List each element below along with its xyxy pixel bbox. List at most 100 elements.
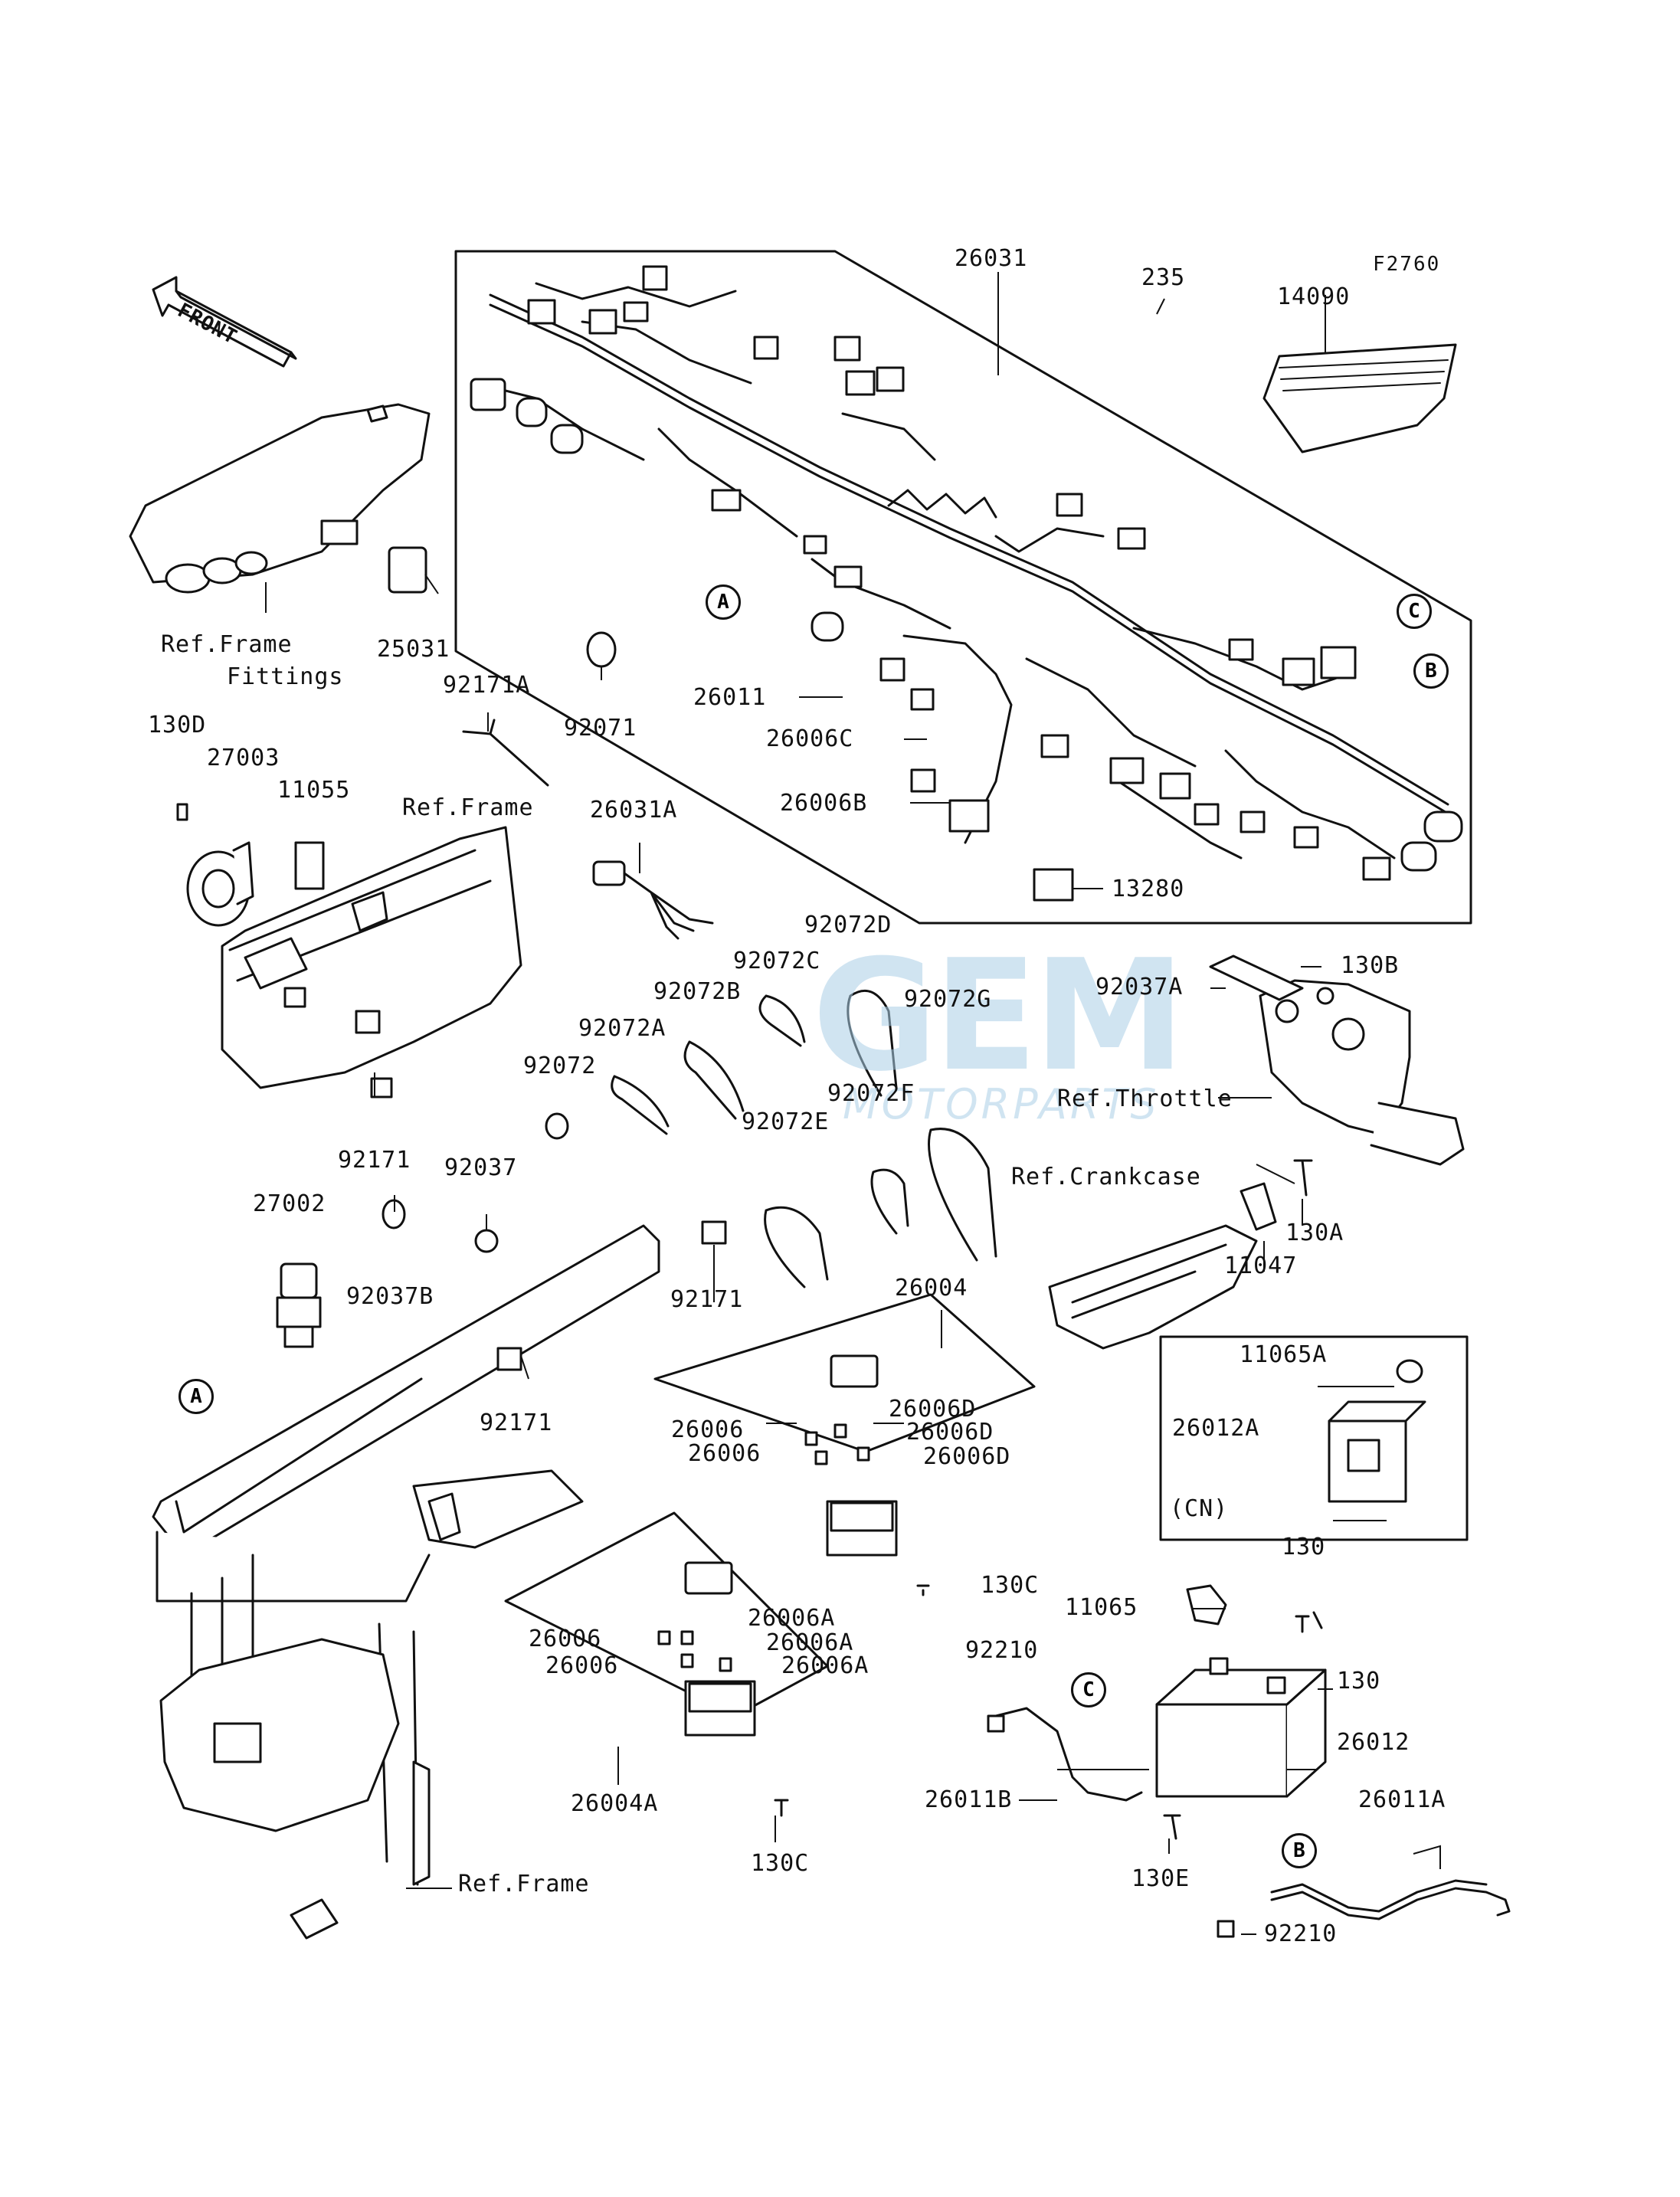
part-92037A[interactable]: 92037A — [1095, 974, 1184, 1000]
ref-crankcase: Ref.Crankcase — [1011, 1164, 1201, 1190]
battery-26012 — [1155, 1657, 1327, 1798]
clip-92171-b — [701, 1220, 727, 1245]
battery-26012A — [1328, 1400, 1426, 1503]
ref-frame-2: Ref.Frame — [458, 1871, 590, 1897]
cap-11065A — [1396, 1359, 1423, 1383]
part-92171A[interactable]: 92171A — [443, 672, 531, 699]
part-27003[interactable]: 27003 — [207, 745, 280, 771]
ref-throttle: Ref.Throttle — [1057, 1085, 1233, 1112]
leader-lines — [265, 272, 1441, 1935]
part-26011[interactable]: 26011 — [693, 684, 767, 711]
relay-27002 — [276, 1262, 322, 1348]
grommet-92071 — [586, 631, 617, 668]
part-92037[interactable]: 92037 — [444, 1154, 518, 1181]
callout-b-2[interactable]: B — [1282, 1833, 1317, 1868]
frame-fittings-shape — [129, 403, 431, 594]
frame-upper-left — [221, 826, 522, 1089]
cn-label: (CN) — [1170, 1495, 1229, 1522]
part-27002[interactable]: 27002 — [253, 1190, 326, 1217]
part-26011A[interactable]: 26011A — [1358, 1786, 1446, 1813]
bracket-11047 — [1240, 1182, 1277, 1231]
part-235[interactable]: 235 — [1141, 264, 1186, 291]
callout-b-1[interactable]: B — [1413, 653, 1449, 689]
diagram-code: F2760 — [1373, 253, 1441, 276]
part-26006C[interactable]: 26006C — [766, 725, 854, 752]
part-26006D-b[interactable]: 26006D — [906, 1419, 994, 1446]
part-130D[interactable]: 130D — [148, 712, 207, 738]
part-130A[interactable]: 130A — [1285, 1220, 1344, 1246]
subharness-26031A — [592, 860, 714, 940]
part-130E[interactable]: 130E — [1131, 1865, 1190, 1892]
main-harness-box — [454, 250, 1472, 925]
part-92171-a[interactable]: 92171 — [338, 1147, 411, 1174]
frame-lower — [152, 1224, 660, 1940]
screw-130C-a — [916, 1584, 930, 1596]
crankcase-shape — [1048, 1224, 1258, 1350]
part-92072A[interactable]: 92072A — [578, 1015, 666, 1042]
part-11055[interactable]: 11055 — [277, 777, 351, 804]
cover-14090-shape — [1262, 343, 1457, 453]
part-26006-a[interactable]: 26006 — [671, 1416, 745, 1443]
bands-92072 — [545, 989, 997, 1288]
part-26012[interactable]: 26012 — [1337, 1729, 1410, 1756]
part-11047[interactable]: 11047 — [1224, 1252, 1298, 1279]
part-92072[interactable]: 92072 — [523, 1053, 597, 1079]
part-130B[interactable]: 130B — [1341, 952, 1400, 979]
part-26006D-c[interactable]: 26006D — [923, 1443, 1011, 1470]
part-26006-d[interactable]: 26006 — [545, 1652, 619, 1679]
part-92210-b[interactable]: 92210 — [1264, 1920, 1338, 1947]
harness-connectors — [470, 265, 1463, 902]
part-92071[interactable]: 92071 — [564, 715, 637, 742]
cap-11065 — [1186, 1584, 1227, 1626]
part-13280[interactable]: 13280 — [1112, 876, 1185, 902]
part-92171-c[interactable]: 92171 — [480, 1410, 553, 1436]
callout-c-2[interactable]: C — [1071, 1672, 1106, 1708]
part-11065[interactable]: 11065 — [1065, 1594, 1138, 1621]
ref-frame-1: Ref.Frame — [402, 794, 534, 821]
part-14090[interactable]: 14090 — [1277, 283, 1351, 310]
part-26031A[interactable]: 26031A — [590, 797, 678, 823]
cn-inset-box — [1159, 1335, 1469, 1541]
part-11065A[interactable]: 11065A — [1240, 1341, 1328, 1368]
part-26006A-b[interactable]: 26006A — [766, 1629, 854, 1656]
part-130-b[interactable]: 130 — [1337, 1668, 1381, 1694]
throttle-shape — [1259, 979, 1465, 1166]
bolt-130-a — [1295, 1615, 1310, 1633]
bolt-130-b — [1312, 1611, 1323, 1629]
part-25031[interactable]: 25031 — [377, 636, 450, 663]
part-92037B[interactable]: 92037B — [346, 1283, 434, 1310]
part-130C-a[interactable]: 130C — [981, 1572, 1040, 1599]
part-26006A-c[interactable]: 26006A — [781, 1652, 869, 1679]
part-26006-c[interactable]: 26006 — [529, 1626, 602, 1652]
fusebox-26004-group — [653, 1293, 1036, 1557]
part-130-a[interactable]: 130 — [1282, 1534, 1326, 1560]
part-26006-b[interactable]: 26006 — [688, 1440, 761, 1467]
part-26012A[interactable]: 26012A — [1172, 1415, 1260, 1442]
part-92210-a[interactable]: 92210 — [965, 1637, 1039, 1664]
part-26004[interactable]: 26004 — [895, 1275, 968, 1302]
ref-frame-fittings-line2: Fittings — [227, 663, 344, 690]
part-92072B[interactable]: 92072B — [653, 978, 742, 1005]
strap-92171A — [462, 719, 549, 787]
part-92072D[interactable]: 92072D — [804, 912, 892, 938]
part-26031[interactable]: 26031 — [955, 245, 1028, 272]
clip-92171-c — [496, 1347, 522, 1371]
callout-a-1[interactable]: A — [706, 584, 741, 620]
screw-130C-b — [774, 1799, 789, 1817]
part-92072F[interactable]: 92072F — [827, 1080, 915, 1107]
part-26006B[interactable]: 26006B — [780, 790, 868, 817]
part-92072G[interactable]: 92072G — [904, 986, 992, 1013]
part-92171-b[interactable]: 92171 — [670, 1286, 744, 1313]
part-92072C[interactable]: 92072C — [733, 948, 821, 974]
ref-frame-fittings-line1: Ref.Frame — [161, 631, 293, 658]
part-26004A[interactable]: 26004A — [571, 1790, 659, 1817]
callout-a-2[interactable]: A — [178, 1379, 214, 1414]
part-130C-b[interactable]: 130C — [751, 1850, 810, 1877]
part-26006D-a[interactable]: 26006D — [889, 1396, 977, 1423]
part-26006A-a[interactable]: 26006A — [748, 1605, 836, 1632]
cable-26011B — [994, 1707, 1143, 1802]
part-92072E[interactable]: 92072E — [742, 1108, 830, 1135]
callout-c-1[interactable]: C — [1397, 594, 1432, 629]
part-26011B[interactable]: 26011B — [925, 1786, 1013, 1813]
